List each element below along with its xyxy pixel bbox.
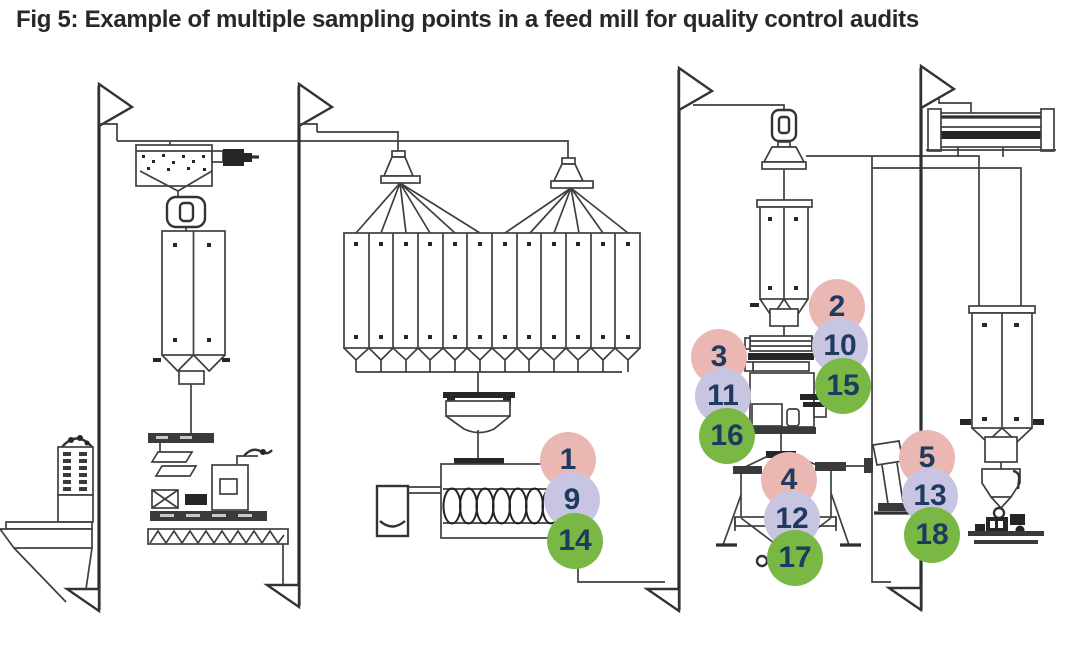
surge-bins-left [153, 230, 230, 385]
weigh-scale [443, 392, 515, 434]
finished-bins [960, 305, 1044, 463]
bucket-elevator-1 [63, 81, 135, 614]
conditioner [744, 335, 818, 372]
sampling-point-14: 14 [547, 513, 603, 569]
scale-hopper-left [165, 195, 207, 229]
silo-distributors [355, 150, 629, 234]
sampling-point-2: 2 [809, 279, 865, 335]
batching-silos [343, 232, 641, 372]
intake-pit [0, 435, 94, 603]
distributor-cone [762, 146, 806, 163]
drum-cleaner [135, 144, 259, 192]
silo-top-dots [354, 242, 630, 246]
sampling-point-16: 16 [699, 408, 755, 464]
silo-bottom-dots [354, 335, 630, 339]
finished-feed-line [926, 108, 1056, 544]
sampling-point-15: 15 [815, 358, 871, 414]
distributor-bar [148, 433, 214, 452]
crumbler [838, 440, 910, 515]
bagging-station [968, 468, 1044, 544]
pellet-line [716, 108, 910, 568]
sampling-point-17: 17 [767, 530, 823, 586]
bucket-elevator-3 [643, 65, 715, 614]
pellet-mill [746, 372, 830, 458]
top-conveyor [926, 108, 1056, 152]
grinder-unit [147, 448, 289, 545]
sampling-point-18: 18 [904, 507, 960, 563]
figure-title: Fig 5: Example of multiple sampling poin… [16, 6, 919, 33]
bucket-elevator-2 [263, 81, 335, 610]
